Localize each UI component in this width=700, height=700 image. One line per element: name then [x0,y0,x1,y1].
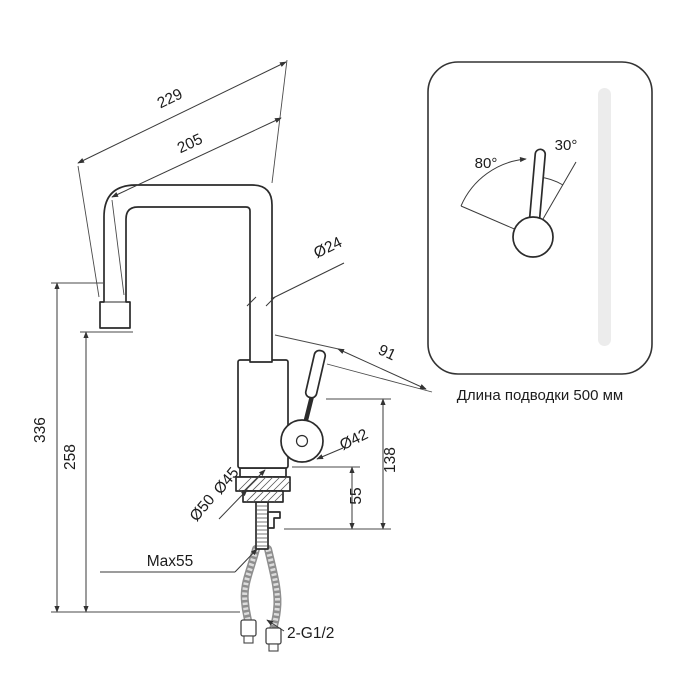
inset-shading-strip [598,88,611,346]
angle-label-30: 30° [555,137,578,154]
handle-pivot [280,419,324,463]
dimension-91: 91 [274,334,433,393]
dim-label-spout-reach: 205 [175,131,206,157]
base-ring-bottom [242,490,284,503]
dim-label-total-length: 229 [155,86,186,113]
base-flange [235,467,291,503]
base-hatch-bottom [245,490,284,503]
handle-rotation-inset: 80° 30° [427,61,653,375]
dimension-55: 55 [292,466,365,530]
supply-hoses [240,545,282,652]
hose-right-braid [265,548,280,630]
dimension-base-diameter: Ø50 [187,489,248,525]
dim-label-max-thickness: Max55 [147,553,194,570]
dimension-138: 138 [284,398,399,530]
hose-left-braid [242,548,259,622]
dimension-max-thickness: Max55 [100,548,258,573]
hose-tip-left [243,635,254,644]
faucet-outline [99,184,327,652]
mounting-shank [255,501,281,550]
inset-30deg-ray [542,161,577,220]
dimension-336: 336 [32,282,240,613]
spout [99,184,273,363]
handle-grip [304,349,327,399]
mounting-hook [267,511,281,529]
handle [280,349,327,463]
dimension-handle-diameter: Ø42 [316,426,371,460]
faucet-body [237,359,289,469]
dim-label-hose-thread: 2-G1/2 [287,625,334,642]
dim-label-handle-diameter: Ø42 [337,426,371,454]
dim-label-spout-height: 258 [62,444,79,470]
dim-label-spout-diameter: Ø24 [311,234,345,262]
inset-caption: Длина подводки 500 мм [457,387,623,404]
dim-label-base-height: 55 [348,487,365,504]
dimension-hose-thread: 2-G1/2 [266,619,334,642]
angle-label-80: 80° [475,155,498,172]
shank-threads [257,505,267,547]
base-hatch-middle [237,476,291,492]
dimension-258: 258 [62,331,133,613]
dim-label-base-diameter: Ø50 [187,491,219,525]
hose-nut-left [240,619,257,637]
inset-handle-pivot [512,216,554,258]
handle-pivot-cap [295,434,309,448]
hose-tip-right [268,643,279,652]
dim-label-body-height: 138 [382,447,399,473]
dim-label-total-height: 336 [32,417,49,443]
inset-80deg-arc [460,156,527,207]
hose-nut-right [265,627,282,645]
dim-label-handle-offset: 91 [375,342,398,365]
